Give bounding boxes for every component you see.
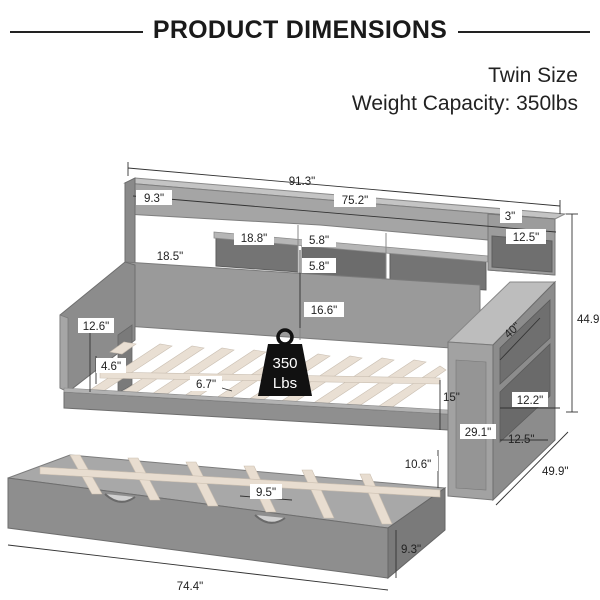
weight-body (258, 344, 312, 396)
dim-slat-gap: 6.7" (196, 379, 216, 391)
page-title: PRODUCT DIMENSIONS (142, 16, 458, 44)
trundle (7, 454, 447, 580)
dim-overall-width: 49.9" (542, 466, 568, 478)
dim-frame-to-floor: 15" (443, 392, 460, 404)
dim-end-panel-height: 12.6" (83, 321, 109, 333)
dim-shelf-height-top: 5.8" (309, 235, 329, 247)
dim-headboard-width: 75.2" (342, 195, 368, 207)
dim-cabinet-height: 29.1" (465, 427, 491, 439)
dim-left-shelf: 9.3" (144, 193, 164, 205)
dimension-labels: 91.3" 9.3" 75.2" 3" 12.5" 18.8" 5.8" 5.8… (78, 176, 600, 593)
dim-right-gap: 3" (505, 211, 515, 223)
weight-value: 350 (272, 355, 297, 372)
dim-shelf-height-bottom: 5.8" (309, 261, 329, 273)
dim-overall-length: 91.3" (289, 176, 315, 188)
dim-trundle-height: 9.3" (401, 544, 421, 556)
dim-cabinet-depth: 12.5" (508, 434, 534, 446)
title-rule-right (458, 31, 590, 33)
dim-left-open-shelf: 18.5" (157, 251, 183, 263)
dimension-lines (7, 162, 578, 591)
dim-top-shelf-width: 18.8" (241, 233, 267, 245)
dim-trundle-length: 74.4" (177, 581, 203, 593)
dim-trundle-slat-gap: 9.5" (256, 487, 276, 499)
capacity-label: Weight Capacity: 350lbs (351, 92, 578, 115)
title-bar: PRODUCT DIMENSIONS (0, 14, 600, 50)
weight-unit: Lbs (273, 375, 297, 392)
title-rule-left (10, 31, 145, 33)
left-end-panel-face (59, 314, 69, 393)
dim-overall-height: 44.9' (577, 314, 600, 326)
trundle-handle-right (254, 514, 286, 524)
dim-right-shelf-width: 12.5" (513, 232, 539, 244)
weight-badge: 350 Lbs (258, 328, 312, 396)
dim-panel-height: 16.6" (311, 305, 337, 317)
dim-cabinet-shelf-height: 12.2" (517, 395, 543, 407)
trundle-handle-left (104, 493, 136, 503)
size-label: Twin Size (488, 64, 578, 87)
trundle-slats (39, 454, 441, 525)
dim-side-rail-height: 4.6" (101, 361, 121, 373)
trundle-end-panel (387, 487, 446, 580)
dim-trundle-clearance: 10.6" (405, 459, 431, 471)
